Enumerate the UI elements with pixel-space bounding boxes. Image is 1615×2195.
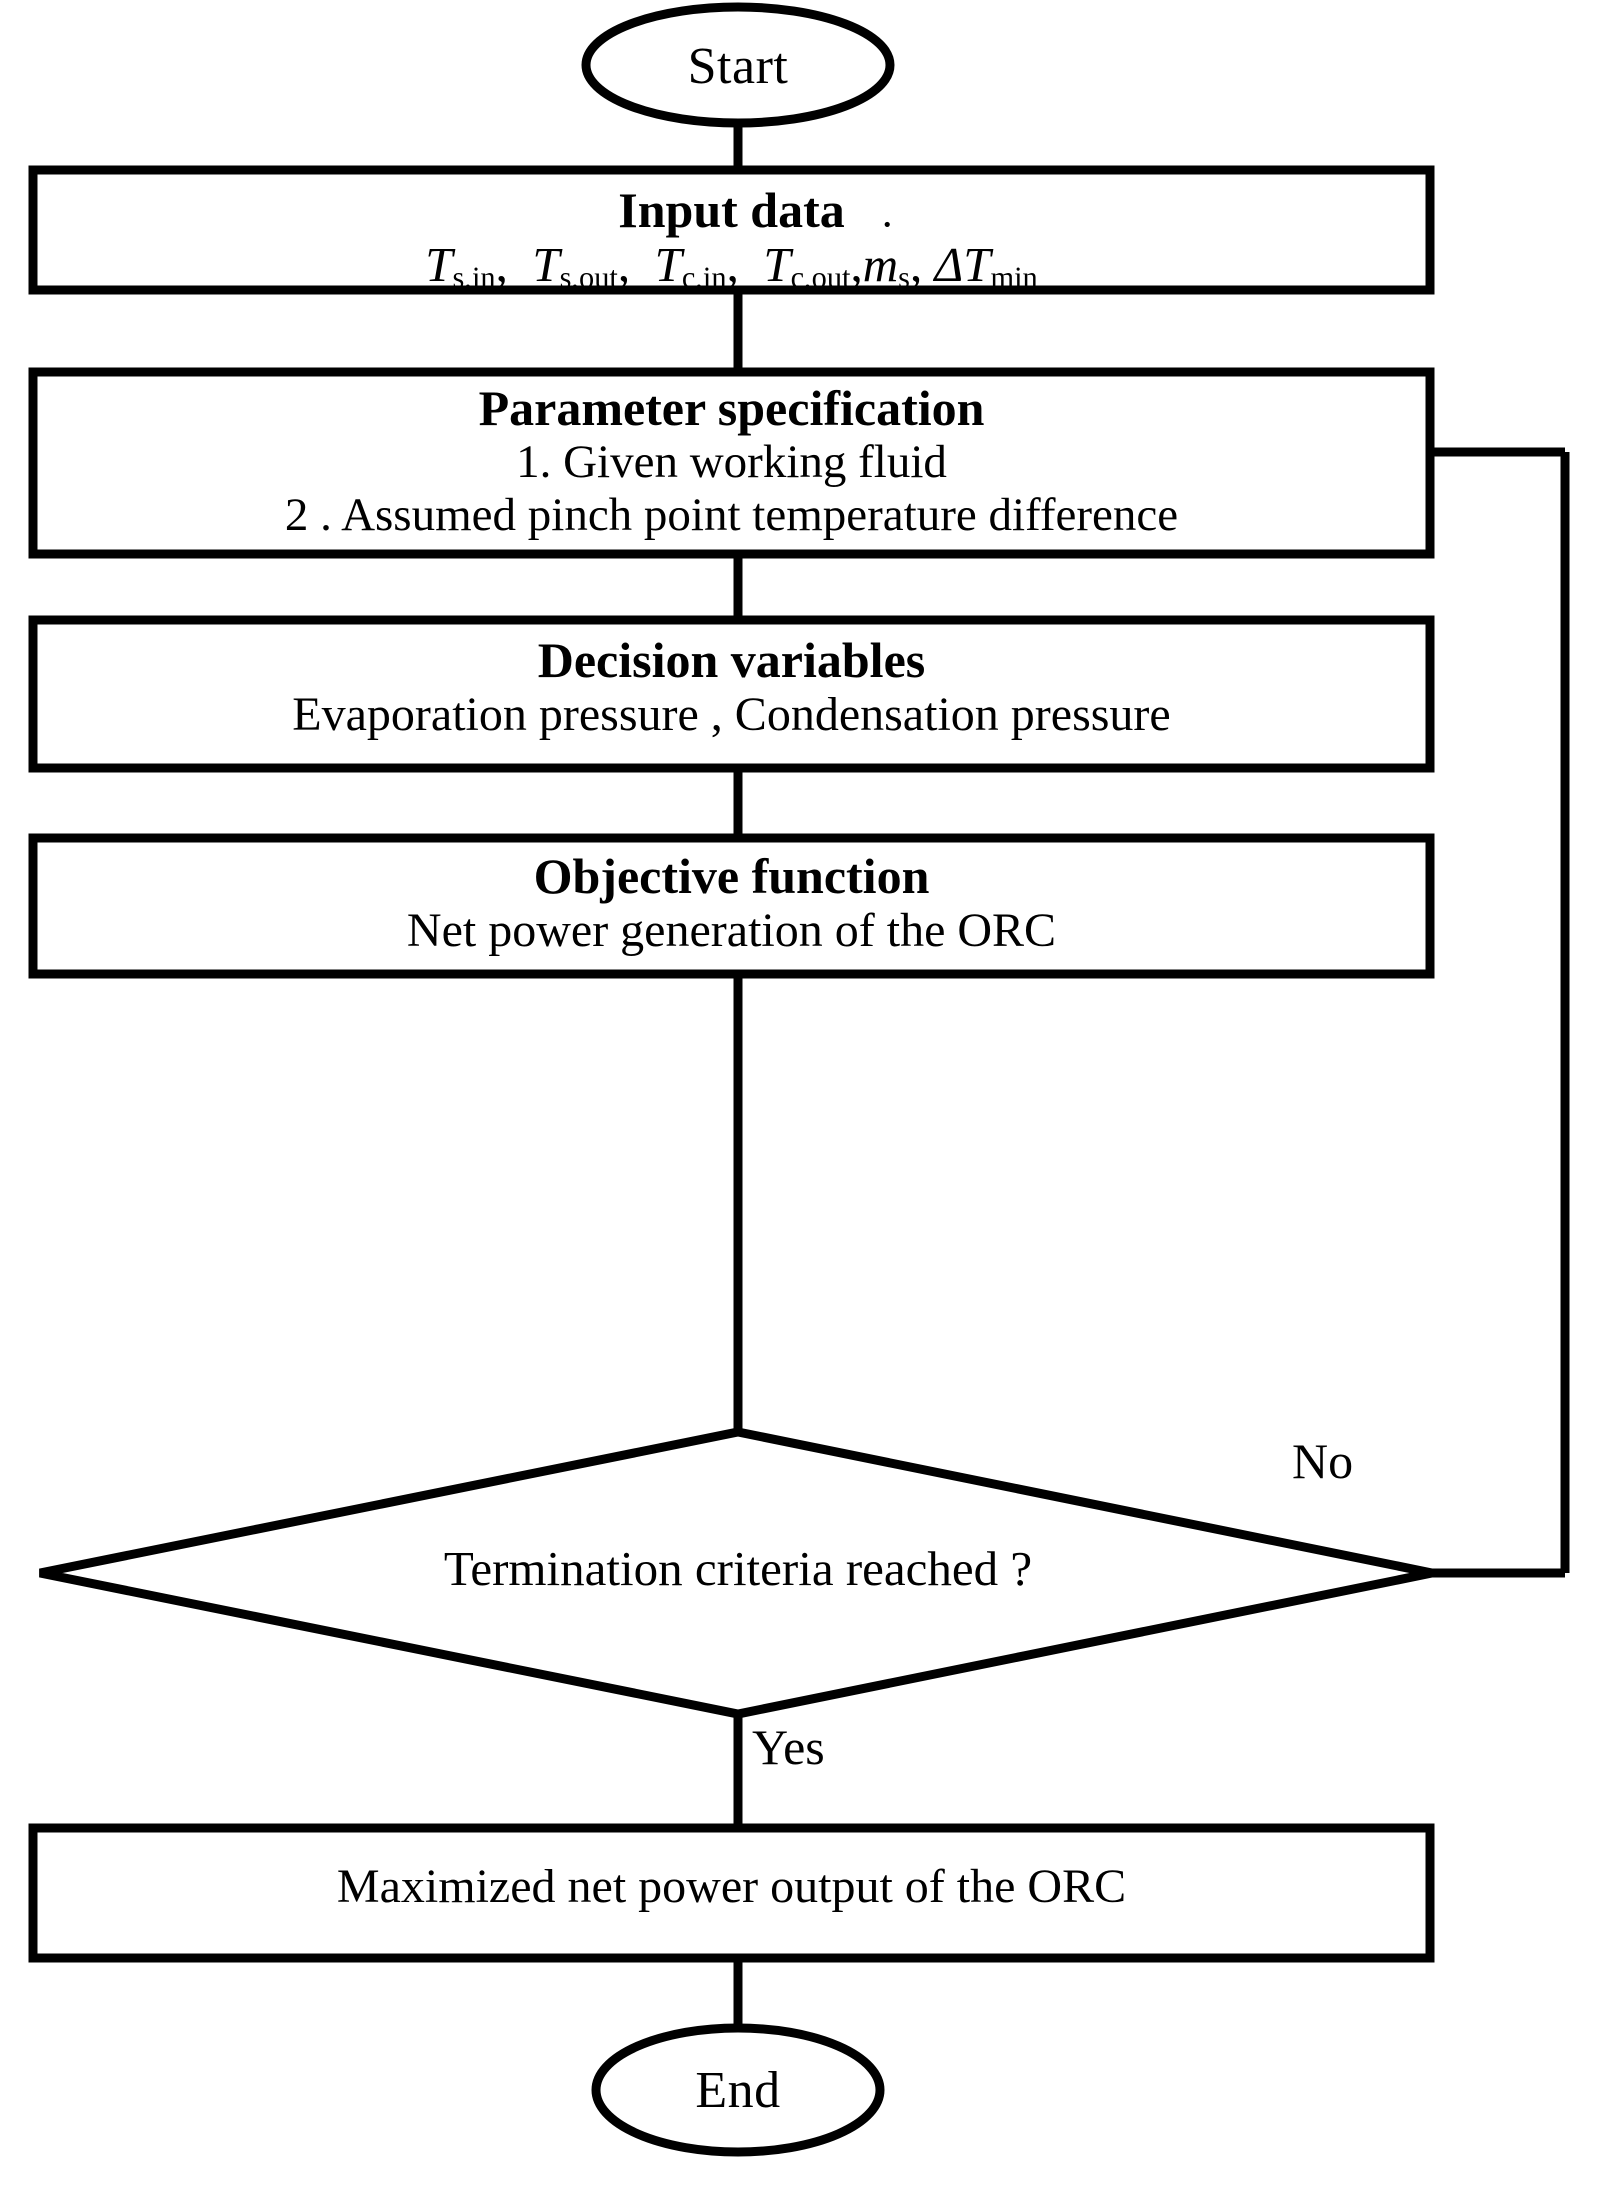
input-data-box-shape[interactable]: [28, 165, 1435, 295]
edge-label-no: No: [1292, 1432, 1353, 1490]
decision-variables-box-shape[interactable]: [28, 615, 1435, 773]
objective-function-box-shape[interactable]: [28, 833, 1435, 979]
edge-label-yes-text: Yes: [752, 1719, 825, 1775]
edge-label-no-text: No: [1292, 1433, 1354, 1489]
result-box-shape[interactable]: [28, 1823, 1435, 1963]
edge-label-yes: Yes: [752, 1718, 825, 1776]
parameter-specification-box-shape[interactable]: [28, 367, 1435, 559]
start-terminator-shape[interactable]: [581, 2, 895, 128]
end-terminator-shape[interactable]: [591, 2023, 885, 2157]
termination-decision-shape[interactable]: [39, 1427, 1433, 1719]
